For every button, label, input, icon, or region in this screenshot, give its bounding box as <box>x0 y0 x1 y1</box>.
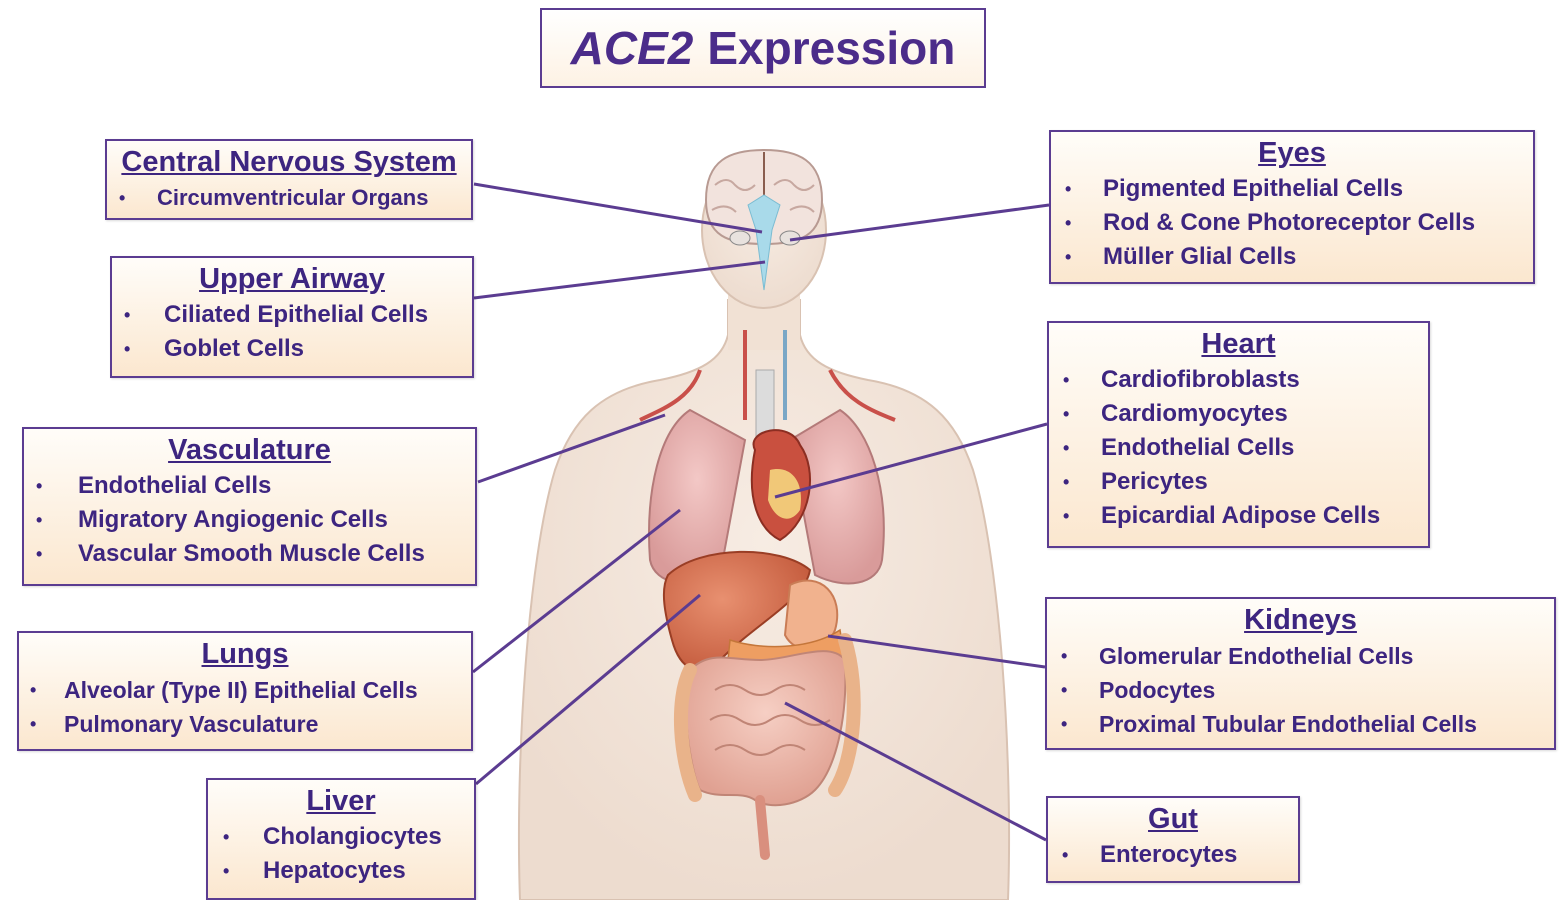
organ-box-gut: Gut •Enterocytes <box>1046 796 1300 883</box>
organ-title-vasculature: Vasculature <box>24 433 475 467</box>
organ-list-liver: •Cholangiocytes •Hepatocytes <box>208 820 474 888</box>
organ-box-cns: Central Nervous System •Circumventricula… <box>105 139 473 220</box>
list-item: •Müller Glial Cells <box>1103 240 1533 274</box>
organ-box-heart: Heart •Cardiofibroblasts •Cardiomyocytes… <box>1047 321 1430 548</box>
list-item: •Enterocytes <box>1100 838 1298 872</box>
list-item: •Cardiomyocytes <box>1101 397 1428 431</box>
organ-title-heart: Heart <box>1049 327 1428 361</box>
organ-title-kidneys: Kidneys <box>1047 603 1554 637</box>
organ-box-liver: Liver •Cholangiocytes •Hepatocytes <box>206 778 476 900</box>
organ-list-eyes: •Pigmented Epithelial Cells •Rod & Cone … <box>1051 172 1533 274</box>
organ-title-upper-airway: Upper Airway <box>112 262 472 296</box>
list-item: •Endothelial Cells <box>1101 431 1428 465</box>
organ-list-lungs: •Alveolar (Type II) Epithelial Cells •Pu… <box>19 673 471 741</box>
list-item: •Cholangiocytes <box>263 820 474 854</box>
organ-box-lungs: Lungs •Alveolar (Type II) Epithelial Cel… <box>17 631 473 751</box>
list-item: •Proximal Tubular Endothelial Cells <box>1099 707 1554 741</box>
organ-title-cns: Central Nervous System <box>107 145 471 179</box>
organ-list-vasculature: •Endothelial Cells •Migratory Angiogenic… <box>24 469 475 571</box>
diagram-title: ACE2 Expression <box>540 8 986 88</box>
organ-title-liver: Liver <box>208 784 474 818</box>
organ-title-gut: Gut <box>1048 802 1298 836</box>
organ-title-lungs: Lungs <box>19 637 471 671</box>
organ-box-vasculature: Vasculature •Endothelial Cells •Migrator… <box>22 427 477 586</box>
list-item: •Pigmented Epithelial Cells <box>1103 172 1533 206</box>
list-item: •Rod & Cone Photoreceptor Cells <box>1103 206 1533 240</box>
list-item: •Cardiofibroblasts <box>1101 363 1428 397</box>
list-item: •Endothelial Cells <box>78 469 475 503</box>
organ-box-kidneys: Kidneys •Glomerular Endothelial Cells •P… <box>1045 597 1556 750</box>
organ-title-eyes: Eyes <box>1051 136 1533 170</box>
organ-list-kidneys: •Glomerular Endothelial Cells •Podocytes… <box>1047 639 1554 741</box>
organ-list-upper-airway: •Ciliated Epithelial Cells •Goblet Cells <box>112 298 472 366</box>
title-gene: ACE2 <box>571 21 694 75</box>
list-item: •Vascular Smooth Muscle Cells <box>78 537 475 571</box>
list-item: •Alveolar (Type II) Epithelial Cells <box>64 673 471 707</box>
organ-list-cns: •Circumventricular Organs <box>107 181 471 215</box>
list-item: •Pulmonary Vasculature <box>64 707 471 741</box>
list-item: •Podocytes <box>1099 673 1554 707</box>
list-item: •Pericytes <box>1101 465 1428 499</box>
organ-list-heart: •Cardiofibroblasts •Cardiomyocytes •Endo… <box>1049 363 1428 533</box>
list-item: •Epicardial Adipose Cells <box>1101 499 1428 533</box>
title-rest: Expression <box>707 21 955 75</box>
list-item: •Migratory Angiogenic Cells <box>78 503 475 537</box>
list-item: •Ciliated Epithelial Cells <box>164 298 472 332</box>
list-item: •Glomerular Endothelial Cells <box>1099 639 1554 673</box>
list-item: •Hepatocytes <box>263 854 474 888</box>
organ-list-gut: •Enterocytes <box>1048 838 1298 872</box>
organ-box-eyes: Eyes •Pigmented Epithelial Cells •Rod & … <box>1049 130 1535 284</box>
list-item: •Goblet Cells <box>164 332 472 366</box>
organ-box-upper-airway: Upper Airway •Ciliated Epithelial Cells … <box>110 256 474 378</box>
list-item: •Circumventricular Organs <box>157 181 471 215</box>
